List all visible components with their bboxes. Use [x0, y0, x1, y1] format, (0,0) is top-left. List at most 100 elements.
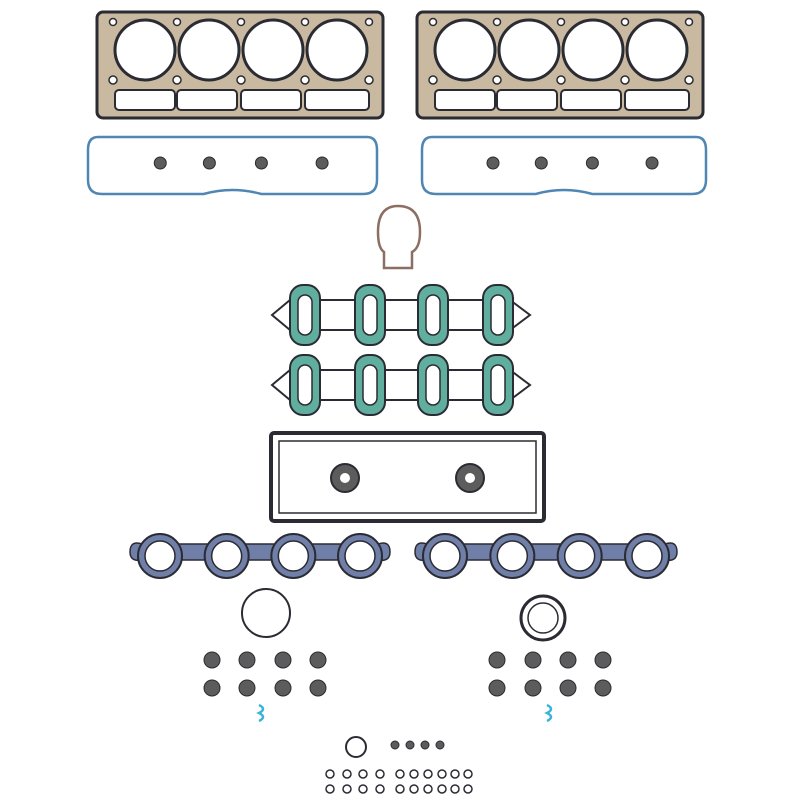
grommet [315, 156, 329, 170]
bolt-hole [300, 75, 310, 85]
bolt-hole [108, 17, 118, 27]
valve-stem-seal [559, 651, 577, 669]
head-gasket [415, 10, 705, 120]
intake-port [297, 364, 313, 406]
valve-stem-seal [238, 651, 256, 669]
bolt-hole [300, 17, 310, 27]
tiny-o-ring [423, 784, 433, 794]
intake-port [490, 364, 506, 406]
valve-stem-seal [594, 679, 612, 697]
cylinder-bore [113, 18, 177, 82]
cylinder-bore [497, 18, 561, 82]
rear-main-seal-inner [527, 602, 559, 634]
exhaust-port [210, 540, 243, 572]
bolt-hole [620, 75, 630, 85]
o-ring [241, 588, 291, 638]
bolt-hole [556, 75, 566, 85]
coolant-passage [114, 89, 176, 111]
intake-port [490, 294, 506, 336]
coolant-passage [304, 89, 370, 111]
tiny-o-ring [409, 784, 419, 794]
tiny-o-ring [395, 784, 405, 794]
tiny-o-ring [437, 769, 447, 779]
exhaust-port [277, 540, 310, 572]
tiny-o-ring [325, 769, 335, 779]
exhaust-port [496, 540, 529, 572]
exhaust-manifold-gasket [129, 533, 391, 579]
cylinder-bore [241, 18, 305, 82]
grommet [585, 156, 599, 170]
tiny-o-ring [375, 784, 385, 794]
valve-stem-seal [203, 679, 221, 697]
exhaust-port [429, 540, 461, 572]
valve-stem-seal [594, 651, 612, 669]
exhaust-manifold-gasket [414, 533, 678, 579]
coolant-passage [434, 89, 496, 111]
valley-cover-gasket [269, 431, 546, 523]
bolt-hole [684, 75, 694, 85]
grommet [534, 156, 548, 170]
intake-port [425, 294, 441, 336]
spring-clip [256, 703, 265, 723]
valve-cover-gasket [86, 135, 379, 196]
valve-stem-seal [274, 679, 292, 697]
head-gasket [95, 10, 385, 120]
intake-port [362, 364, 378, 406]
cylinder-bore [625, 18, 689, 82]
spring-clip [544, 703, 553, 723]
grommet [486, 156, 500, 170]
tiny-o-ring [409, 769, 419, 779]
bolt-hole [428, 17, 438, 27]
bolt-hole [172, 17, 182, 27]
valve-stem-seal [559, 679, 577, 697]
exhaust-port [563, 540, 596, 572]
tiny-o-ring [395, 769, 405, 779]
coolant-passage [624, 89, 690, 111]
valley-cover-outline [269, 431, 546, 523]
bolt-hole [492, 17, 502, 27]
bolt-hole [364, 17, 374, 27]
cylinder-bore [305, 18, 369, 82]
tiny-o-ring [450, 784, 460, 794]
rear-main-seal [519, 594, 567, 642]
tiny-o-ring [450, 769, 460, 779]
intake-port [425, 364, 441, 406]
valve-stem-seal [488, 651, 506, 669]
coolant-passage [240, 89, 302, 111]
valley-cover-inner [278, 440, 537, 514]
tiny-o-ring [358, 769, 368, 779]
tiny-o-ring [437, 784, 447, 794]
cylinder-bore [433, 18, 497, 82]
bolt-hole [108, 75, 118, 85]
bolt-hole [620, 17, 630, 27]
valve-stem-seal [309, 679, 327, 697]
valve-stem-seal [238, 679, 256, 697]
intake-port [297, 294, 313, 336]
bolt-hole [364, 75, 374, 85]
coolant-passage [560, 89, 622, 111]
intake-manifold-gasket [270, 354, 532, 416]
small-seal [390, 740, 400, 750]
bolt-hole [236, 17, 246, 27]
exhaust-port [344, 540, 376, 572]
grommet [254, 156, 268, 170]
valve-stem-seal [524, 679, 542, 697]
valve-stem-seal [488, 679, 506, 697]
tiny-o-ring [463, 769, 473, 779]
coolant-passage [496, 89, 558, 111]
thermostat-gasket [376, 204, 422, 270]
cylinder-bore [177, 18, 241, 82]
bolt-hole [428, 75, 438, 85]
coolant-passage [176, 89, 238, 111]
bolt-hole [492, 75, 502, 85]
valve-cover-outline [86, 135, 379, 196]
tiny-o-ring [325, 784, 335, 794]
valve-stem-seal [274, 651, 292, 669]
grommet [153, 156, 167, 170]
small-o-ring [345, 736, 367, 758]
bolt-hole [236, 75, 246, 85]
valve-stem-seal [309, 651, 327, 669]
tiny-o-ring [358, 784, 368, 794]
